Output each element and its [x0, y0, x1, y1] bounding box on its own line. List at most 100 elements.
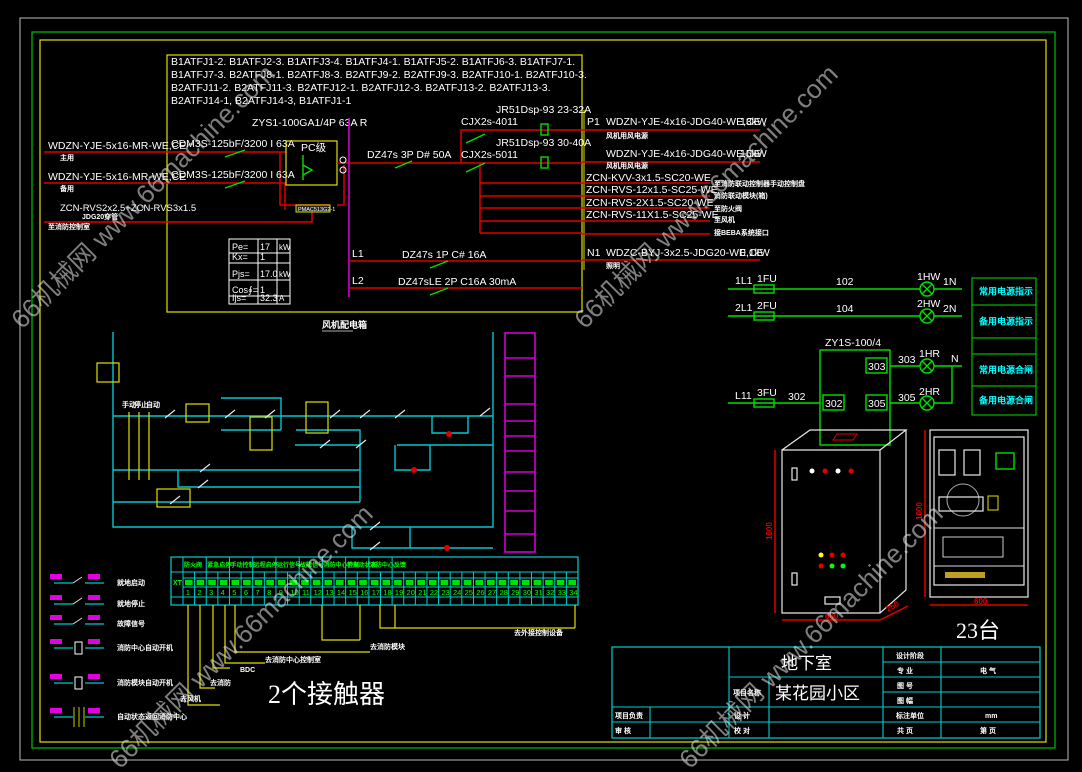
- incoming-cable: WDZN-YJE-5x16-MR-WE,CE: [48, 140, 186, 152]
- terminal-wire-tag: [277, 580, 286, 585]
- terminal-number: 32: [546, 588, 554, 597]
- terminal-number: 26: [476, 588, 484, 597]
- terminal-number: 8: [267, 588, 271, 597]
- terminal-number: 29: [511, 588, 519, 597]
- panel-height-dim: 1000: [915, 502, 924, 520]
- load-param: Ijs=: [232, 293, 246, 303]
- terminal-header: 故障信号: [300, 561, 324, 569]
- green-border: [31, 31, 1056, 749]
- lead-label: 项目负责: [615, 711, 643, 720]
- lamp-icon: [919, 281, 935, 411]
- load-param: Kx=: [232, 252, 248, 262]
- ats-model: ZYS1-100GA1/4P 63A R: [252, 117, 368, 129]
- load-table-grid: [229, 239, 290, 304]
- terminal-icon: [339, 156, 347, 164]
- indicator-label: 备用电源指示: [978, 316, 1033, 327]
- coil-icon: [74, 641, 83, 655]
- wire-tag: [88, 595, 100, 600]
- discipline-label: 专 业: [897, 666, 913, 675]
- terminal-number: 3: [209, 588, 213, 597]
- fuse-label: 1FU: [757, 273, 777, 285]
- terminal-number: 16: [360, 588, 368, 597]
- outer-border: [19, 17, 1069, 761]
- terminal-number: 5: [232, 588, 236, 597]
- terminal-wire-tag: [440, 580, 449, 585]
- load-unit: kW: [279, 270, 291, 279]
- total-pages-label: 共 页: [897, 726, 913, 735]
- terminal-wire-tag: [428, 580, 437, 585]
- terminal-label: 302: [825, 398, 843, 410]
- wire-tag: [50, 595, 62, 600]
- circuit-id: P1: [587, 116, 600, 128]
- terminal-number: 6: [244, 588, 248, 597]
- terminal-header: 防火阀: [184, 561, 202, 569]
- terminal-number: 18: [383, 588, 391, 597]
- wire-tag: [88, 708, 100, 713]
- terminal-wire-tag: [185, 580, 193, 585]
- terminal-wire-tag: [417, 580, 425, 585]
- ats-controller-label: PMAC513G2-1: [298, 207, 335, 213]
- circuit-note: 消防联动模块(箱): [714, 191, 768, 200]
- terminal-number: 19: [395, 588, 403, 597]
- terminal-wire-tag: [475, 580, 484, 585]
- terminal-label: 303: [868, 361, 886, 373]
- outgoing-circuits: P1 WDZN-YJE-4x16-JDG40-WE,CE 13kW 风机用风电源…: [582, 110, 805, 270]
- indicator-label: 常用电源合闸: [979, 364, 1033, 375]
- switch-model: ZY1S-100/4: [825, 337, 881, 349]
- terminal-wire-tag: [347, 580, 356, 585]
- wire-tag: [50, 615, 62, 620]
- terminal-prefix: XT: [173, 580, 183, 587]
- contact-icon: [73, 707, 85, 727]
- terminal-number: 4: [221, 588, 225, 597]
- page-label: 第 页: [980, 726, 996, 735]
- terminal-wire-tag: [568, 580, 576, 585]
- lamp-label: 2HW: [917, 298, 940, 310]
- thermal-relay: [540, 156, 549, 169]
- terminal-number: 11: [302, 588, 310, 597]
- terminal-header: 紧急启停: [207, 561, 231, 569]
- project-name: 某花园小区: [775, 684, 860, 703]
- wire-label: 104: [836, 303, 854, 315]
- terminal-wire-tag: [312, 580, 321, 585]
- stage-label: 设计阶段: [896, 651, 924, 660]
- branch-phase: L2: [352, 275, 364, 287]
- terminal-destination: 去消防: [210, 678, 231, 687]
- terminal-wire-tag: [254, 580, 263, 585]
- circuit-cable: ZCN-RVS-12x1.5-SC25-WE: [586, 184, 718, 196]
- terminal-header: 消防中心控制: [323, 561, 359, 569]
- source-label: 2L1: [735, 302, 753, 314]
- circuit-note: 风机用风电源: [606, 161, 648, 170]
- terminal-label: 305: [868, 398, 886, 410]
- terminal-wire-tag: [301, 580, 309, 585]
- switch-contact-icon: [72, 597, 83, 605]
- indicator-circuit: 1L1 1FU 102 1HW 1N 2L1 2FU 104 2HW 2N ZY…: [728, 271, 1037, 446]
- terminal-header: 手动控制: [230, 561, 254, 569]
- fuse-label: 2FU: [757, 300, 777, 312]
- circuit-power: 13kW: [740, 116, 767, 128]
- terminal-number: 13: [325, 588, 333, 597]
- panel-width-dim: 600: [974, 597, 988, 606]
- contactor-note: 2个接触器: [268, 680, 385, 709]
- terminal-wire-tag: [208, 580, 216, 585]
- terminal-destination: 去消防中心控制室: [265, 655, 321, 664]
- lamp-label: 1HW: [917, 271, 940, 283]
- wire-tag: [50, 639, 62, 644]
- terminal-header: 消防中心反馈: [370, 561, 406, 569]
- cabinet-width-dim: 600: [825, 612, 839, 621]
- breaker-list-line: B1ATFJ7-3. B2ATFJ8-1. B2ATFJ8-3. B2ATFJ9…: [171, 69, 587, 81]
- terminal-table: XT 防火阀紧急启停手动控制远程启停运行信号故障信号消防中心控制手自动状态消防中…: [170, 556, 579, 709]
- switch-contact-icon: [72, 576, 83, 584]
- indicator-lamp-icon: [446, 431, 452, 437]
- indicator-label-cell: [971, 337, 1037, 355]
- terminal-wire-tag: [521, 580, 530, 585]
- bas-note: 接BEBA系统接口: [714, 228, 769, 237]
- terminal-number: 17: [372, 588, 380, 597]
- legend-label: 自动状态返回消防中心: [117, 712, 187, 721]
- terminal-number: 23: [441, 588, 449, 597]
- unit-value: mm: [985, 713, 997, 720]
- terminal-number: 20: [407, 588, 415, 597]
- load-value: 17: [260, 242, 270, 252]
- review-label: 审 核: [615, 726, 631, 735]
